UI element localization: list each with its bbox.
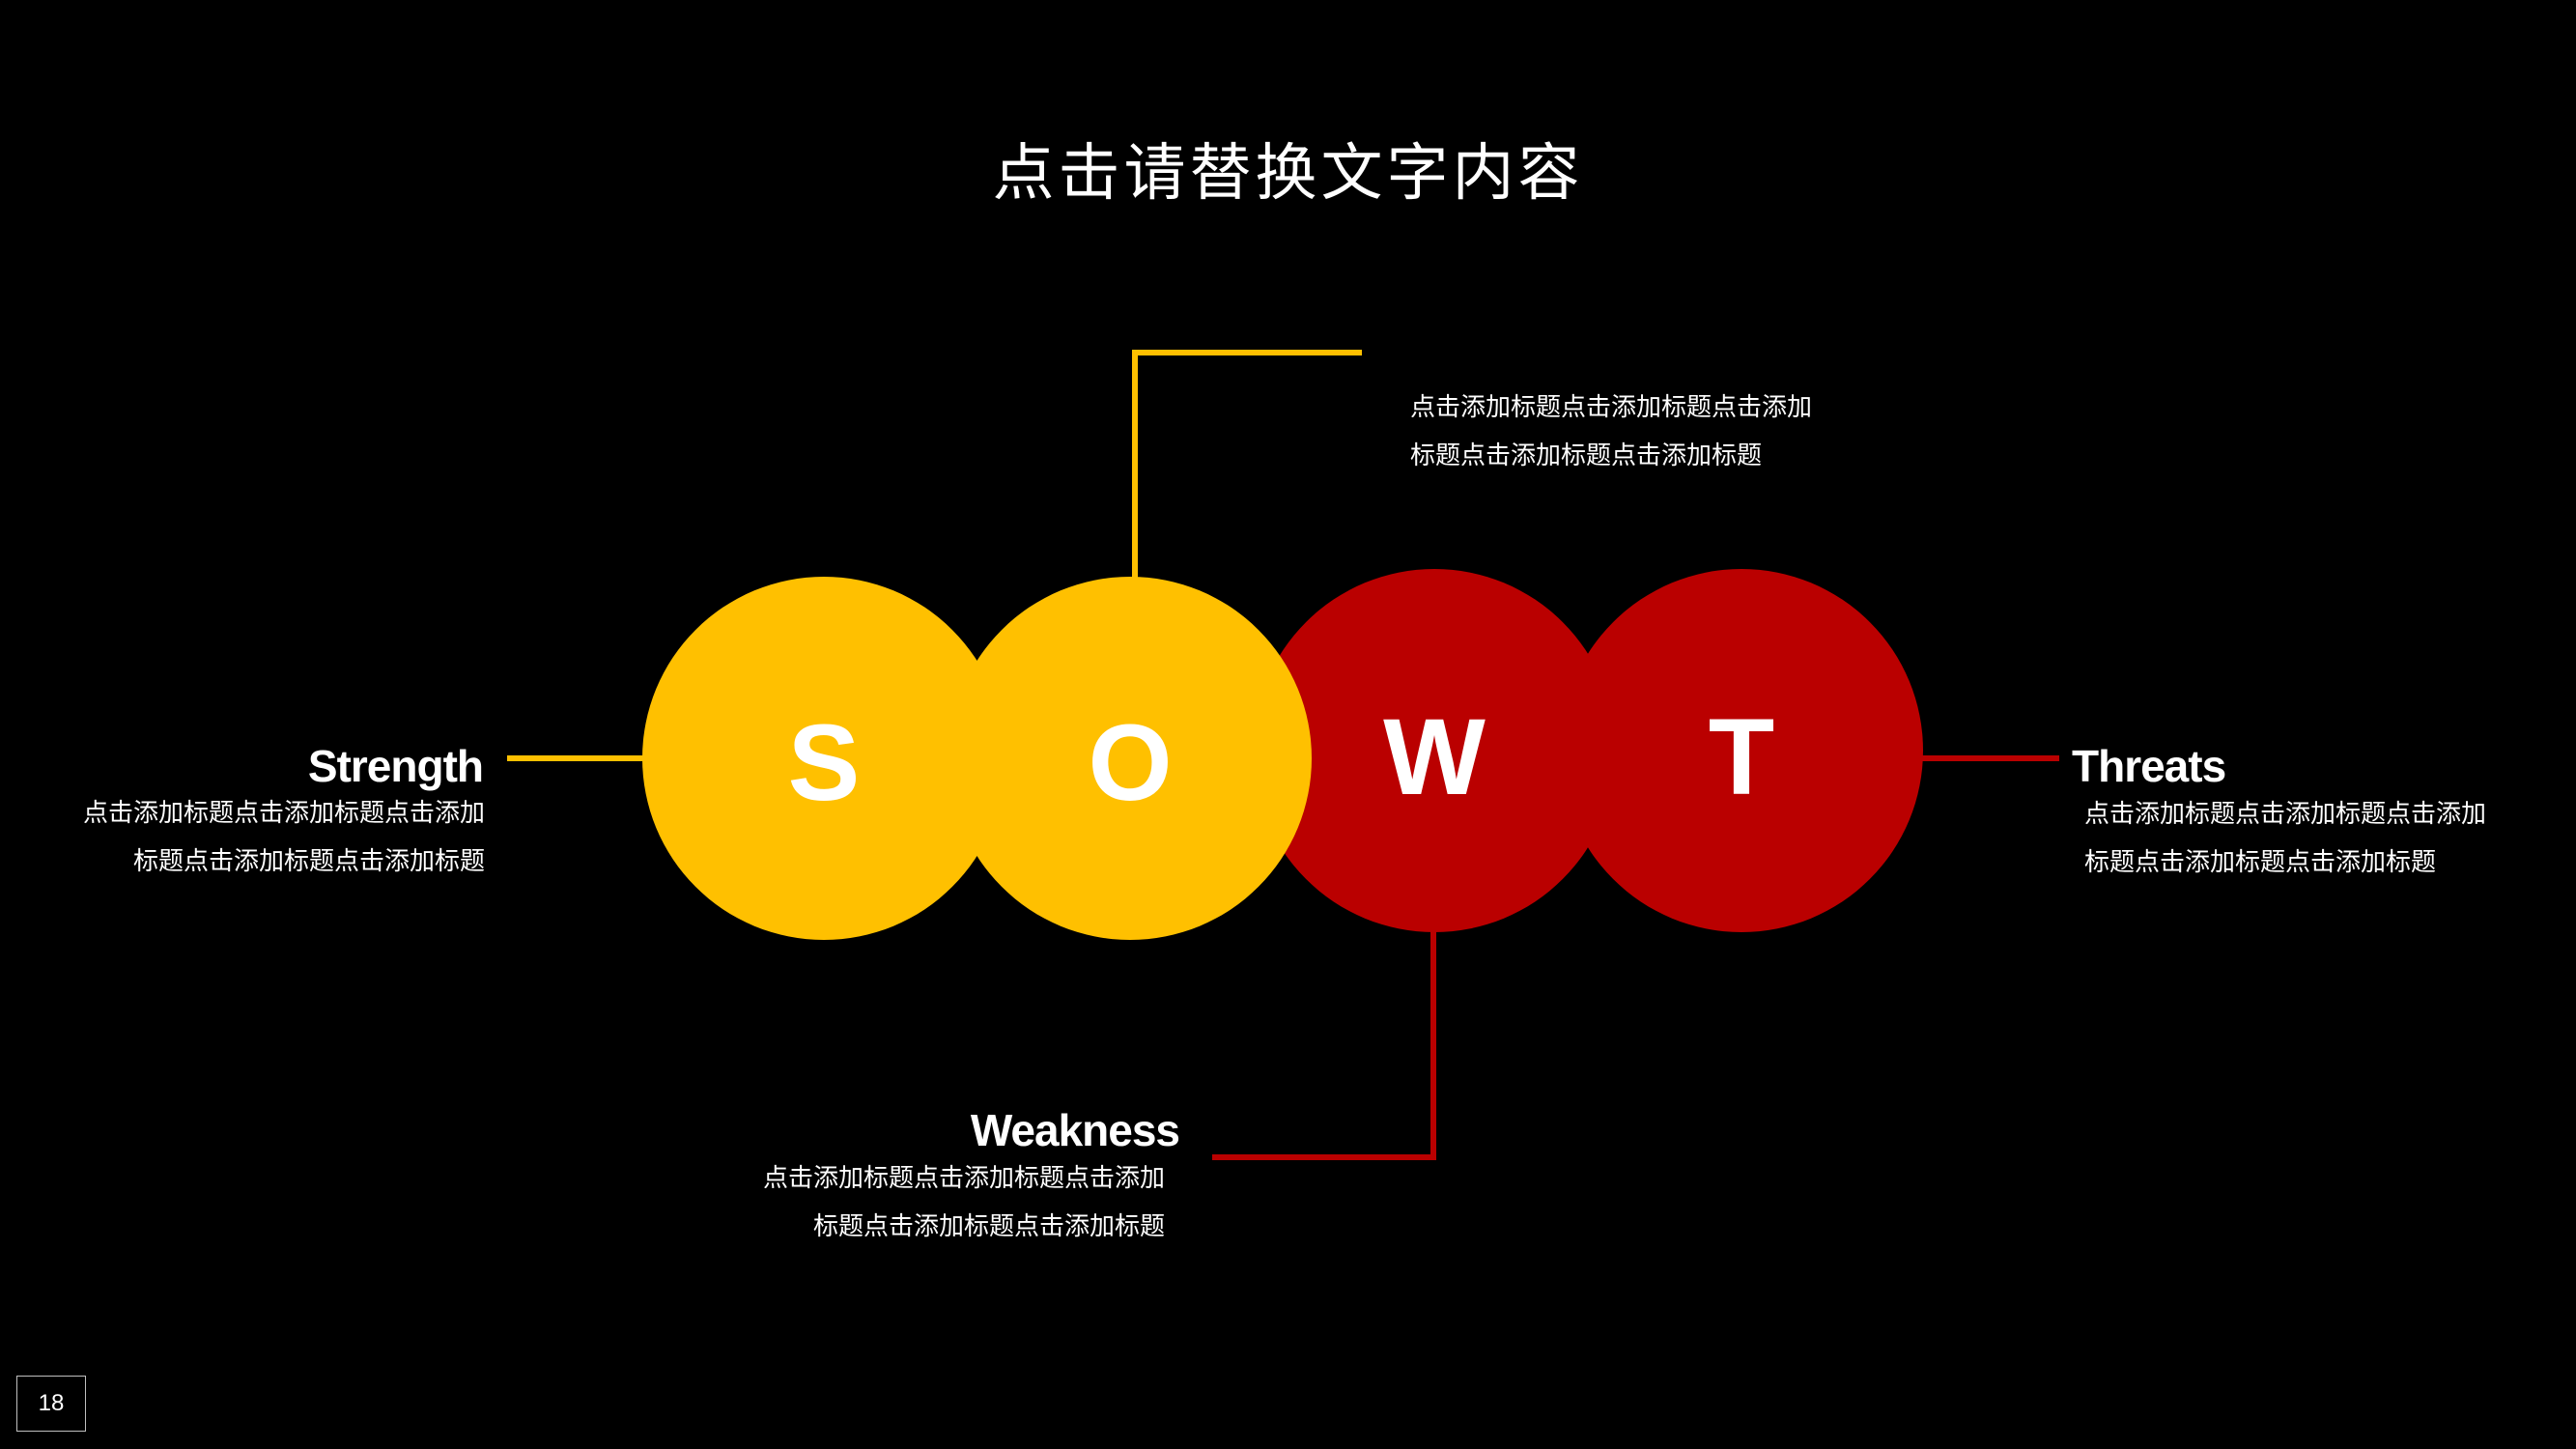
threats-circle[interactable] xyxy=(1560,569,1923,932)
opportunity-connector-line xyxy=(1132,350,1362,580)
weakness-circle[interactable] xyxy=(1253,569,1616,932)
page-title: 点击请替换文字内容 xyxy=(992,138,1584,210)
weakness-connector-line xyxy=(1212,927,1436,1160)
weakness-letter: W xyxy=(1383,696,1486,817)
threats-title: Threats xyxy=(2072,741,2226,791)
threats-letter: T xyxy=(1709,696,1774,817)
opportunity-circle[interactable] xyxy=(948,577,1312,940)
threats-description: 点击添加标题点击添加标题点击添加标题点击添加标题点击添加标题 xyxy=(2084,800,2487,877)
opportunity-description: 点击添加标题点击添加标题点击添加标题点击添加标题点击添加标题 xyxy=(1410,393,1813,470)
page-number: 18 xyxy=(16,1376,86,1432)
strength-letter: S xyxy=(788,702,861,823)
strength-circle[interactable] xyxy=(642,577,1005,940)
strength-description: 点击添加标题点击添加标题点击添加标题点击添加标题点击添加标题 xyxy=(82,799,485,876)
opportunity-letter: O xyxy=(1088,702,1172,823)
weakness-description: 点击添加标题点击添加标题点击添加标题点击添加标题点击添加标题 xyxy=(762,1164,1165,1241)
strength-title: Strength xyxy=(307,741,484,791)
weakness-title: Weakness xyxy=(970,1105,1180,1155)
